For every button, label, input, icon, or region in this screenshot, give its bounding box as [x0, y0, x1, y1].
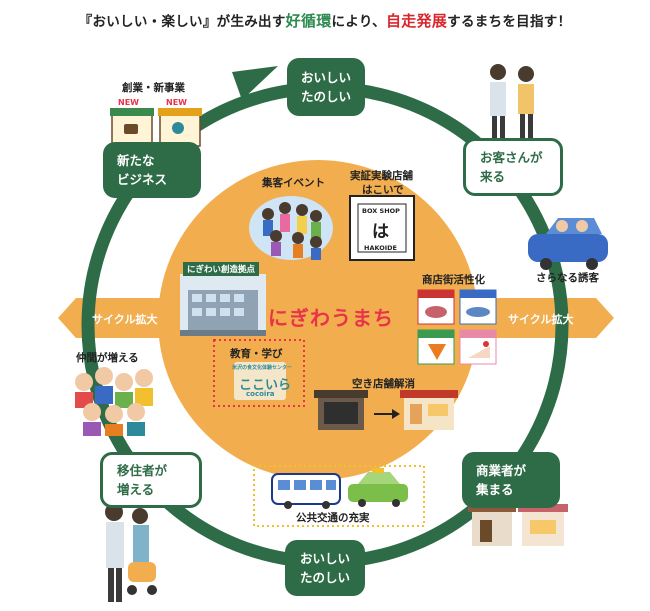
node-merchants-line-1: 商業者が [476, 462, 527, 478]
shopping-street-label: 商店街活性化 [422, 274, 485, 286]
headline-part-3: するまちを目指す！ [447, 14, 572, 30]
headline-part-1: 『おいしい・楽しい』が生み出す [78, 14, 286, 30]
headline-highlight-self-development: 自走発展 [385, 12, 448, 30]
box-shop-bottom-text: HAKOIDE [364, 244, 397, 252]
headline-highlight-virtuous-cycle: 好循環 [285, 12, 332, 30]
node-bottom-line-1: おいしい [299, 550, 350, 566]
node-bottom-line-2: たのしい [299, 570, 350, 585]
cafe-shop-icon [110, 108, 154, 147]
right-expand-label: サイクル拡大 [508, 313, 574, 326]
music-shop-icon [158, 108, 202, 147]
box-shop-logo-frame [349, 195, 415, 261]
center-title: にぎわうまち [268, 306, 394, 330]
demo-store-label-1: 実証実験店舗 [350, 170, 413, 182]
cocoira-logo-bg [234, 362, 286, 400]
node-business-line-2: ビジネス [117, 172, 168, 187]
node-delicious-fun-top: おいしいたのしい [287, 58, 365, 116]
node-delicious-fun-bottom: おいしいたのしい [285, 540, 365, 596]
new-badge-1: NEW [118, 98, 139, 107]
cocoira-logo-en: cocoira [246, 390, 275, 398]
box-shop-top-text: BOX SHOP [362, 207, 400, 215]
cocoira-top-text: 米沢の食文化体験センター [232, 365, 293, 371]
new-badge-2: NEW [166, 98, 187, 107]
node-top-line-2: たのしい [300, 89, 351, 104]
cocoira-logo-text: ここいら [239, 378, 292, 393]
node-customers-line-1: お客さんが [480, 149, 543, 165]
open-store-icon [400, 390, 458, 430]
node-residents-line-1: 移住者が [117, 462, 168, 478]
right-expand-arrow [474, 298, 614, 338]
event-crowd-icon [249, 196, 333, 260]
node-customers-come: お客さんが来る [463, 138, 563, 196]
demo-store-label-2: はこいで [362, 184, 404, 196]
vacant-store-icon [314, 390, 368, 430]
vacant-store-label: 空き店舗解消 [352, 378, 415, 390]
startup-label: 創業・新事業 [122, 82, 185, 94]
shop-fish-icon [459, 289, 497, 325]
more-visitors-label: さらなる誘客 [536, 272, 599, 284]
left-expand-label: サイクル拡大 [92, 313, 158, 326]
car-with-family-icon [528, 218, 608, 270]
event-label: 集客イベント [262, 177, 325, 189]
headline-part-2: により、 [331, 14, 386, 30]
node-top-line-1: おいしい [300, 69, 351, 85]
headline: 『おいしい・楽しい』が生み出す好循環により、自走発展するまちを目指す！ [0, 10, 650, 31]
node-residents-increase: 移住者が増える [100, 452, 202, 508]
box-shop-char: は [372, 222, 389, 242]
storefronts-icon [468, 504, 568, 546]
transit-label: 公共交通の充実 [296, 512, 370, 524]
shop-vegetable-icon [417, 329, 455, 365]
taxi-icon [348, 468, 408, 507]
transit-dotted-frame [253, 465, 425, 527]
family-with-stroller-icon [105, 503, 157, 602]
bus-icon [271, 473, 341, 509]
shop-cake-icon [459, 329, 497, 365]
hub-building-icon [180, 274, 266, 336]
shop-meat-icon [417, 289, 455, 325]
crowd-of-friends-icon [75, 367, 153, 436]
node-business-line-1: 新たな [117, 152, 155, 168]
node-merchants-line-2: 集まる [476, 482, 514, 497]
customers-walking-icon [490, 64, 534, 140]
node-customers-line-2: 来る [480, 169, 506, 184]
education-dotted-frame [213, 339, 305, 407]
more-friends-label: 仲間が増える [76, 352, 139, 364]
education-label: 教育・学び [230, 348, 283, 360]
node-new-business: 新たなビジネス [103, 142, 201, 198]
node-merchants-gather: 商業者が集まる [462, 452, 560, 508]
arrow-right-icon [374, 409, 400, 419]
node-residents-line-2: 増える [117, 482, 155, 497]
ring-arrowhead-icon [232, 66, 278, 100]
hub-tag: にぎわい創造拠点 [183, 262, 260, 276]
